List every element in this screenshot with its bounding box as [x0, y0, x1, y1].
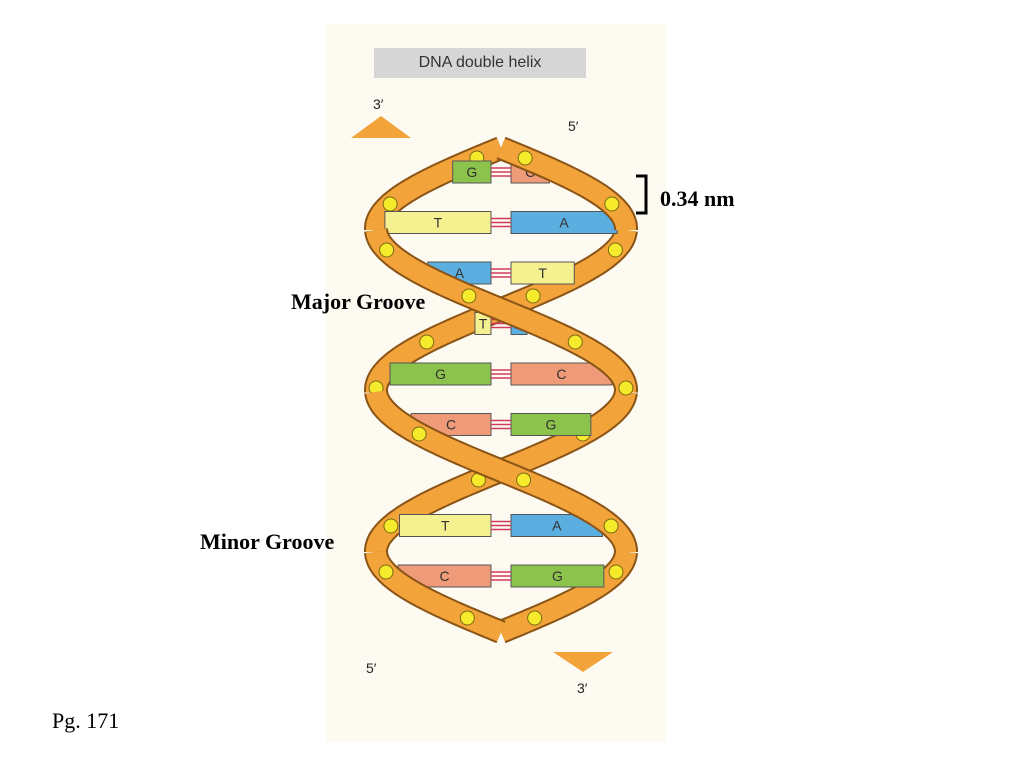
end-label-top-left: 3′ [373, 96, 384, 112]
base-letter-right-8: A [552, 518, 562, 534]
minor-groove-label: Minor Groove [200, 529, 335, 554]
phosphate-1 [517, 150, 533, 166]
major-groove-label: Major Groove [291, 289, 426, 314]
end-label-top-right: 5′ [568, 118, 579, 134]
top-left-arrow-icon [351, 116, 411, 138]
phosphate-8 [461, 288, 477, 304]
base-letter-right-2: A [559, 215, 569, 231]
phosphate-20 [378, 564, 394, 580]
strand-a-backbone-1 [497, 138, 636, 230]
phosphate-21 [527, 610, 543, 626]
phosphate-22 [459, 610, 475, 626]
base-letter-right-6: G [545, 417, 556, 433]
base-letter-left-9: C [440, 568, 450, 584]
phosphate-15 [516, 472, 532, 488]
phosphate-19 [608, 564, 624, 580]
phosphate-6 [379, 242, 395, 258]
phosphate-5 [607, 242, 623, 258]
base-letter-left-2: T [434, 215, 443, 231]
front-strand-group [364, 136, 639, 644]
base-letter-left-4: T [479, 316, 488, 332]
spacing-bracket-icon [636, 174, 648, 215]
phosphate-10 [567, 334, 583, 350]
phosphate-9 [419, 334, 435, 350]
strand-b-backbone-6 [366, 228, 637, 393]
phosphate-12 [618, 380, 634, 396]
base-letter-left-5: G [435, 366, 446, 382]
base-letter-left-8: T [441, 518, 450, 534]
bottom-right-arrow-icon [553, 652, 613, 672]
phosphate-17 [603, 518, 619, 534]
figure-title: DNA double helix [374, 48, 586, 78]
phosphate-3 [604, 196, 620, 212]
base-letter-left-3: A [455, 265, 465, 281]
base-letter-left-6: C [446, 417, 456, 433]
base-letter-right-3: T [538, 265, 547, 281]
end-label-bottom-left: 5′ [366, 660, 377, 676]
phosphate-7 [525, 288, 541, 304]
spacing-label: 0.34 nm [660, 186, 735, 211]
page-number: Pg. 171 [52, 708, 120, 733]
phosphate-13 [411, 426, 427, 442]
base-letter-left-1: G [466, 164, 477, 180]
end-label-bottom-right: 3′ [577, 680, 588, 696]
phosphate-18 [383, 518, 399, 534]
phosphate-4 [382, 196, 398, 212]
base-letter-right-5: C [556, 366, 566, 382]
base-letter-right-9: G [552, 568, 563, 584]
